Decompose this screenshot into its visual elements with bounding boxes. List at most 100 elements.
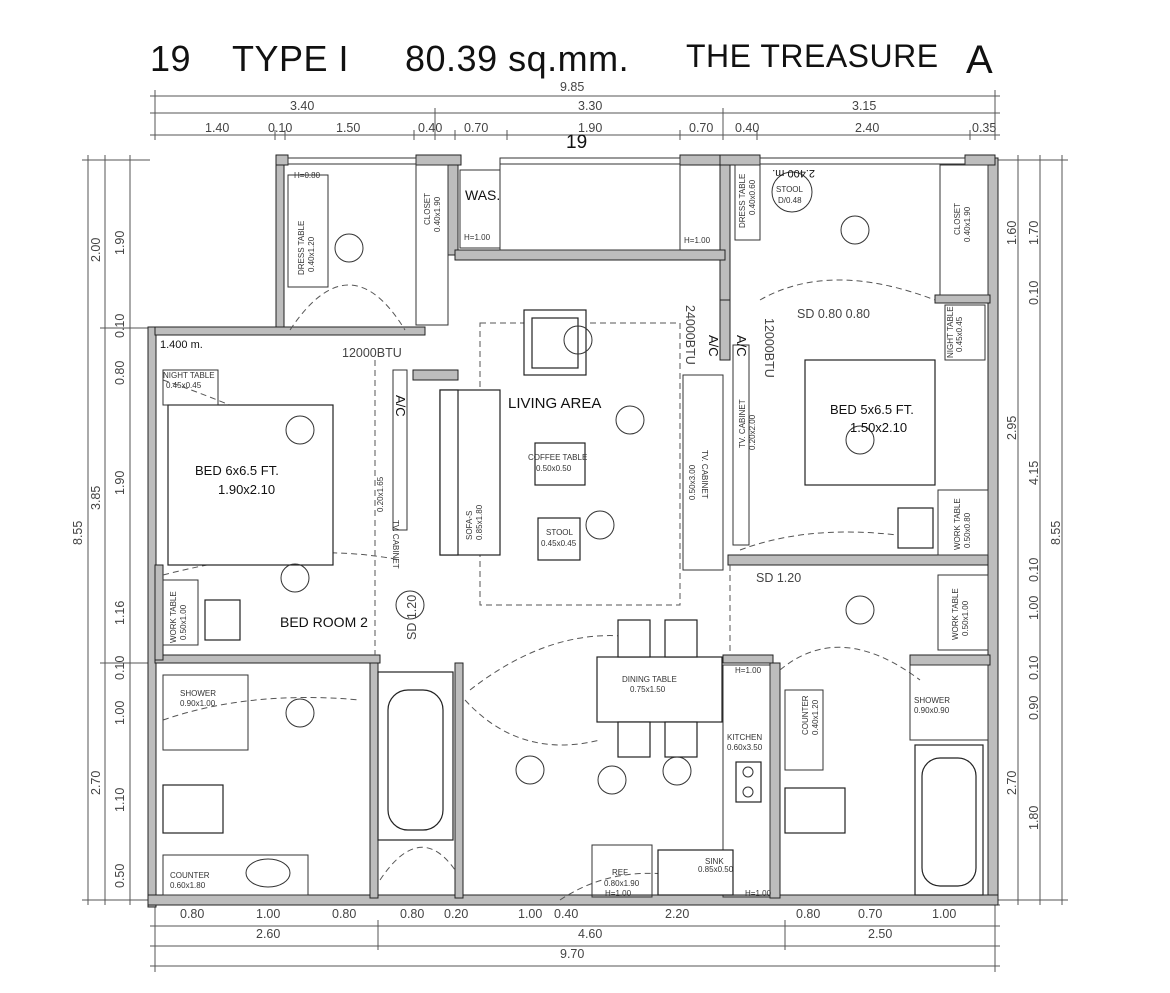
- label-sofa: SOFA-S: [465, 511, 474, 540]
- dimension-lines-right: [995, 155, 1068, 905]
- dim-top-r3-7: 0.70: [689, 121, 713, 135]
- label-shower-left: SHOWER: [180, 689, 216, 698]
- dim-bot-overall: 9.70: [560, 947, 584, 961]
- dimension-lines-left: [82, 155, 150, 905]
- label-work-table-left-size: 0.50x1.00: [179, 604, 188, 640]
- night-table-left: [162, 369, 219, 406]
- label-dining-size: 0.75x1.50: [630, 685, 666, 694]
- toilet-right: [784, 787, 846, 834]
- dim-bot-r2-1: 2.60: [256, 927, 280, 941]
- unit-number: 19: [150, 38, 192, 79]
- label-sink-size: 0.85x0.50: [698, 865, 734, 874]
- stool-round: [771, 171, 813, 213]
- label-h-100-kitchen: H=1.00: [735, 666, 762, 675]
- label-ref-size: 0.80x1.90: [604, 879, 640, 888]
- label-dress-right-size: 0.40x0.60: [748, 179, 757, 215]
- dim-right-mid-3: 2.70: [1005, 771, 1019, 795]
- label-night-table-left-size: 0.45x0.45: [166, 381, 202, 390]
- dim-top-r2-2: 3.30: [578, 99, 602, 113]
- label-counter-right: COUNTER: [801, 695, 810, 735]
- windows: [287, 157, 966, 251]
- label-ref: REF: [612, 868, 628, 877]
- sink: [657, 849, 734, 896]
- dim-left-outer-1: 2.00: [89, 238, 103, 262]
- label-closet-right-size: 0.40x1.90: [963, 206, 972, 242]
- label-sofa-size: 0.85x1.80: [475, 504, 484, 540]
- label-btu-left: 12000BTU: [342, 346, 402, 360]
- dress-table-left: [287, 174, 329, 288]
- label-tv-right: TV. CABINET: [738, 399, 747, 448]
- tv-cabinet-right: [732, 344, 750, 546]
- dim-left-inner-9: 0.50: [113, 864, 127, 888]
- label-dining: DINING TABLE: [622, 675, 677, 684]
- light-fixtures: [280, 215, 875, 795]
- work-table-right: [937, 489, 989, 556]
- dim-top-r3-5: 0.70: [464, 121, 488, 135]
- label-h-100-was: H=1.00: [464, 233, 491, 242]
- night-table-right: [944, 304, 986, 361]
- label-was: WAS.: [465, 187, 500, 203]
- label-bed-room-2: BED ROOM 2: [280, 614, 368, 630]
- label-sd-right: SD 1.20: [756, 571, 801, 585]
- dim-bot-r1-2: 1.00: [256, 907, 280, 921]
- label-counter-left: COUNTER: [170, 871, 210, 880]
- dim-right-inner-2: 0.10: [1027, 281, 1041, 305]
- dim-left-outer-2: 3.85: [89, 486, 103, 510]
- unit-number-label: 19: [566, 132, 587, 153]
- label-kitchen-size: 0.60x3.50: [727, 743, 763, 752]
- dim-left-inner-6: 0.10: [113, 656, 127, 680]
- dim-left-overall: 8.55: [71, 521, 85, 545]
- label-stool-size: 0.45x0.45: [541, 539, 577, 548]
- label-stool-2-size: D/0.48: [778, 196, 802, 205]
- dim-bot-r1-11: 1.00: [932, 907, 956, 921]
- label-tv-right-size: 0.20x2.00: [748, 414, 757, 450]
- label-shower-right-size: 0.90x0.90: [914, 706, 950, 715]
- dress-table-right: [734, 164, 761, 241]
- work-table-right-2: [937, 574, 989, 651]
- ref: [591, 844, 653, 898]
- dim-bot-r1-1: 0.80: [180, 907, 204, 921]
- label-shower-right: SHOWER: [914, 696, 950, 705]
- label-night-table-right-size: 0.45x0.45: [955, 316, 964, 352]
- dim-right-inner-4: 1.00: [1027, 596, 1041, 620]
- label-coffee-table: COFFEE TABLE: [528, 453, 587, 462]
- counter-left: [162, 854, 309, 896]
- walls: [147, 154, 999, 908]
- dim-bot-r1-5: 0.20: [444, 907, 468, 921]
- label-living-area: LIVING AREA: [508, 395, 601, 412]
- dim-left-inner-8: 1.10: [113, 788, 127, 812]
- dim-bot-r2-3: 2.50: [868, 927, 892, 941]
- label-tv-mid-size: 0.50x3.00: [688, 464, 697, 500]
- label-work-table-left: WORK TABLE: [169, 591, 178, 643]
- label-sd-left: SD 1.20: [405, 595, 419, 640]
- dim-top-r3-4: 0.40: [418, 121, 442, 135]
- shower-right: [909, 664, 989, 741]
- dim-top-overall: 9.85: [560, 80, 584, 94]
- label-h-100-right: H=1.00: [684, 236, 711, 245]
- dim-left-inner-7: 1.00: [113, 701, 127, 725]
- label-h-080: H=0.80: [294, 171, 321, 180]
- dim-top-r3-10: 0.35: [972, 121, 996, 135]
- label-level-left: 1.400 m.: [160, 339, 203, 351]
- tv-cabinet-left: [392, 369, 408, 531]
- label-sd-top-right: SD 0.80 0.80: [797, 307, 870, 321]
- tv-cabinet-mid: [682, 374, 724, 571]
- label-closet-left-size: 0.40x1.90: [433, 196, 442, 232]
- label-kitchen: KITCHEN: [727, 733, 762, 742]
- label-bed-1-size: 1.90x2.10: [218, 482, 275, 497]
- coffee-table: [534, 442, 586, 486]
- closet-left: [415, 164, 449, 326]
- dim-left-inner-4: 1.90: [113, 471, 127, 495]
- label-h-100-ref: H=1.00: [605, 889, 632, 898]
- dim-bot-r1-6: 1.00: [518, 907, 542, 921]
- dim-bot-r1-8: 2.20: [665, 907, 689, 921]
- unit-type: TYPE I: [232, 38, 350, 79]
- label-coffee-table-size: 0.50x0.50: [536, 464, 572, 473]
- label-bed-1: BED 6x6.5 FT.: [195, 463, 279, 478]
- dim-left-inner-1: 1.90: [113, 231, 127, 255]
- dim-right-outer-1: 4.15: [1027, 461, 1041, 485]
- plan-title: 19 TYPE I 80.39 sq.mm. THE TREASURE A: [150, 38, 1030, 88]
- furniture: [162, 164, 989, 898]
- dim-right-mid-1: 1.60: [1005, 221, 1019, 245]
- dim-bot-r2-2: 4.60: [578, 927, 602, 941]
